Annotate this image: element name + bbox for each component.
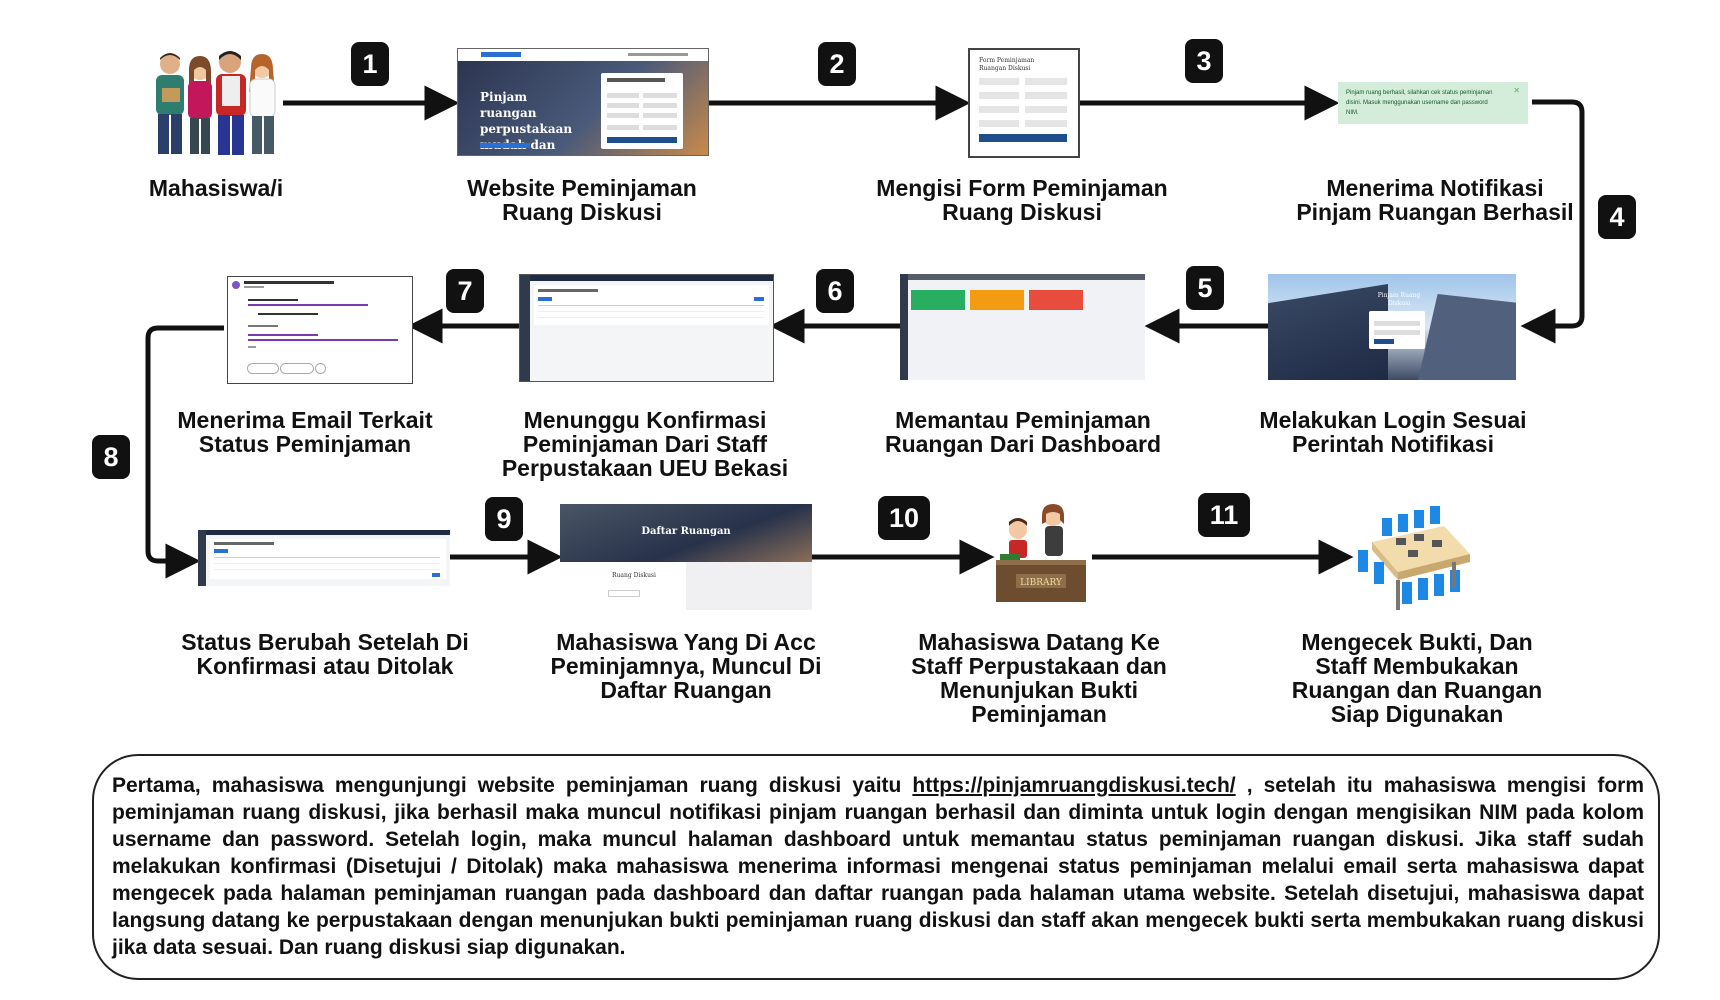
description-text: Pertama, mahasiswa mengunjungi website p… (112, 774, 1644, 959)
step-badge-6: 6 (816, 269, 854, 313)
login-card (1369, 311, 1425, 349)
status-screenshot (198, 530, 450, 586)
daftar-room-name: Ruang Diskusi (612, 572, 656, 579)
login-title: Pinjam Ruang Diskusi (1377, 292, 1421, 307)
login-screenshot: Pinjam Ruang Diskusi (1268, 274, 1516, 380)
reply-button[interactable] (247, 363, 279, 374)
forward-button[interactable] (280, 363, 314, 374)
notification-close-icon[interactable]: ✕ (1513, 86, 1520, 95)
website-link[interactable]: https://pinjamruangdiskusi.tech/ (912, 774, 1236, 797)
discussion-room-illustration (1352, 504, 1476, 612)
students-illustration (148, 48, 283, 158)
step-badge-3: 3 (1185, 39, 1223, 83)
step-badge-1: 1 (351, 42, 389, 86)
emoji-button[interactable] (315, 363, 326, 374)
dashboard-card-orange (970, 290, 1024, 310)
step-badge-11: 11 (1198, 493, 1250, 537)
dashboard-card-green (911, 290, 965, 310)
library-sign-text: LIBRARY (1020, 578, 1063, 588)
website-screenshot: Pinjam ruangan perpustakaan mudah dan ce… (457, 48, 709, 156)
daftar-screenshot: Daftar Ruangan Ruang Diskusi (560, 504, 812, 610)
step-badge-9: 9 (485, 497, 523, 541)
daftar-title: Daftar Ruangan (641, 526, 731, 537)
dashboard-screenshot (900, 274, 1145, 380)
notification-screenshot: Pinjam ruang berhasil, silahkan cek stat… (1338, 82, 1528, 124)
caption-mahasiswa: Mahasiswa/i (148, 175, 284, 201)
confirmation-screenshot (519, 274, 774, 382)
step-badge-10: 10 (878, 496, 930, 540)
email-screenshot (227, 276, 413, 384)
step-badge-8: 8 (92, 435, 130, 479)
step-badge-5: 5 (1186, 266, 1224, 310)
form-title: Form Peminjaman Ruangan Diskusi (979, 57, 1035, 72)
description-box (92, 754, 1660, 980)
website-form-card (601, 73, 683, 149)
arrow-8 (145, 325, 224, 579)
student-figure-1 (156, 53, 184, 154)
step-badge-4: 4 (1598, 195, 1636, 239)
notification-text: Pinjam ruang berhasil, silahkan cek stat… (1346, 90, 1493, 116)
dashboard-card-red (1029, 290, 1083, 310)
library-staff-illustration: LIBRARY (990, 502, 1092, 610)
student-figure-2 (188, 56, 212, 154)
student-figure-4 (249, 54, 276, 154)
arrow-4 (1520, 99, 1585, 344)
step-badge-2: 2 (818, 42, 856, 86)
step-badge-7: 7 (446, 269, 484, 313)
form-screenshot: Form Peminjaman Ruangan Diskusi (968, 48, 1080, 158)
student-figure-3 (216, 51, 246, 155)
